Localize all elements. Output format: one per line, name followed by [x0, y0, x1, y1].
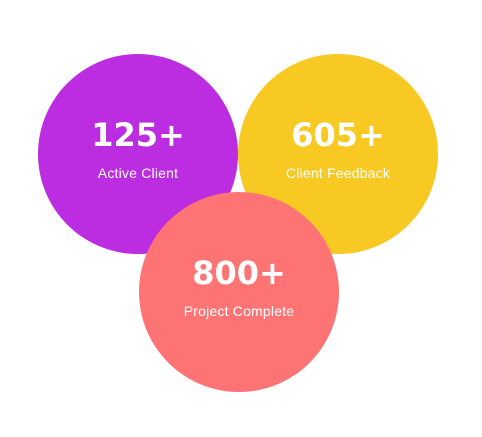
stat-circle-active-client: 125+ Active Client — [38, 54, 238, 254]
stat-label: Project Complete — [183, 303, 295, 319]
stat-label: Active Client — [97, 165, 179, 181]
stat-circle-project-complete: 800+ Project Complete — [139, 192, 339, 392]
stat-value: 800+ — [192, 254, 286, 292]
stat-label: Client Feedback — [285, 165, 391, 181]
stat-value: 125+ — [91, 116, 185, 154]
stat-value: 605+ — [291, 116, 385, 154]
